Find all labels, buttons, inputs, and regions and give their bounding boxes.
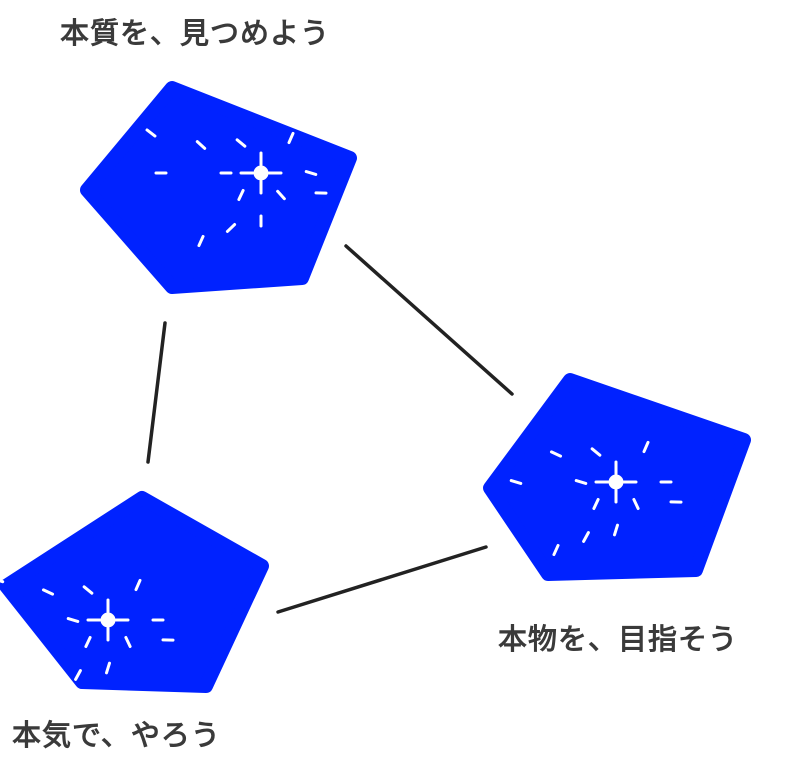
sparkle-dash [304, 170, 318, 176]
sparkle-dash [237, 188, 245, 202]
sparkle-dash [225, 223, 237, 233]
sparkle-dash [549, 450, 563, 458]
sparkle-dash [41, 588, 55, 596]
sparkle-dash [509, 479, 523, 485]
sparkle-dash [0, 579, 5, 584]
sparkle-dash [613, 523, 619, 537]
sparkle-dash [82, 585, 94, 595]
sparkle-dash [105, 661, 111, 675]
sparkle-dash [66, 617, 80, 623]
sparkle-core [608, 474, 624, 490]
label-genuine: 本物を、目指そう [498, 622, 739, 656]
sparkle-core [253, 165, 269, 181]
sparkle-dash [235, 138, 247, 148]
pentagon-earnest [0, 491, 269, 695]
sparkle-icon [499, 438, 683, 557]
sparkle-dash [287, 131, 295, 145]
label-earnest: 本気で、やろう [12, 718, 221, 752]
sparkle-core [100, 612, 116, 628]
label-essence: 本質を、見つめよう [60, 16, 331, 50]
sparkle-dash [197, 234, 205, 248]
sparkle-dash [276, 189, 286, 201]
sparkle-dash [74, 669, 82, 681]
sparkle-dash [632, 497, 640, 511]
sparkle-dash [84, 635, 92, 649]
pentagon-genuine [483, 373, 751, 581]
sparkle-dash [499, 438, 513, 446]
sparkle-dash [574, 479, 588, 485]
connector-essence-earnest [146, 321, 167, 464]
pentagon-essence [80, 81, 357, 294]
sparkle-dash [1, 617, 15, 623]
sparkle-dash [145, 128, 157, 138]
sparkle-dash [134, 578, 142, 592]
sparkle-dash [642, 440, 650, 454]
sparkle-icon [145, 128, 328, 248]
sparkle-dash [590, 447, 602, 457]
sparkle-dash [195, 140, 207, 150]
sparkle-dash [582, 531, 590, 543]
sparkle-dash [592, 497, 600, 511]
sparkle-dash [124, 635, 132, 649]
connector-earnest-genuine [276, 545, 488, 614]
sparkle-dash [552, 543, 560, 557]
connector-essence-genuine [344, 244, 514, 396]
sparkle-dash [44, 681, 52, 695]
sparkle-icon [0, 578, 175, 695]
